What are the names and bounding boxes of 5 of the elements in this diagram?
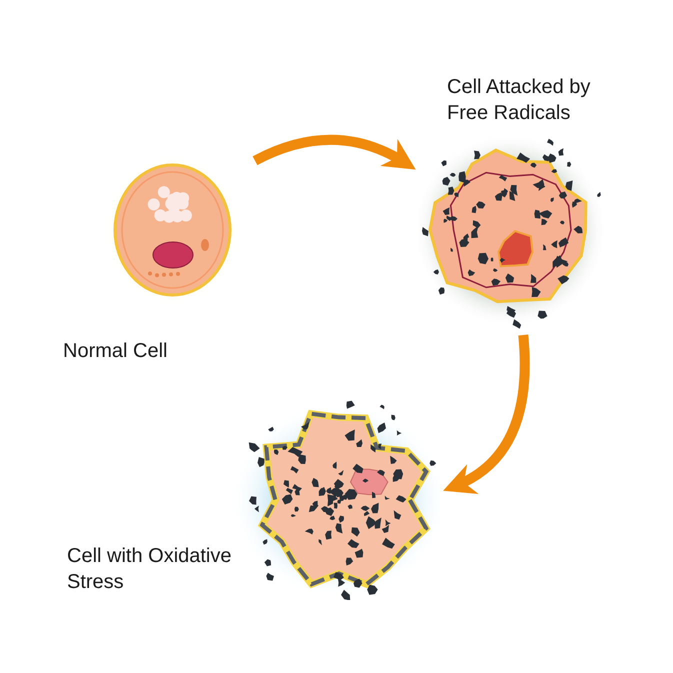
cell-caption: Normal Cell bbox=[63, 339, 168, 364]
arrow bbox=[443, 334, 530, 493]
cell-caption: Cell with Oxidative Stress bbox=[67, 544, 233, 595]
cell-caption: Cell Attacked by Free Radicals bbox=[447, 75, 592, 126]
arrow bbox=[252, 134, 416, 170]
